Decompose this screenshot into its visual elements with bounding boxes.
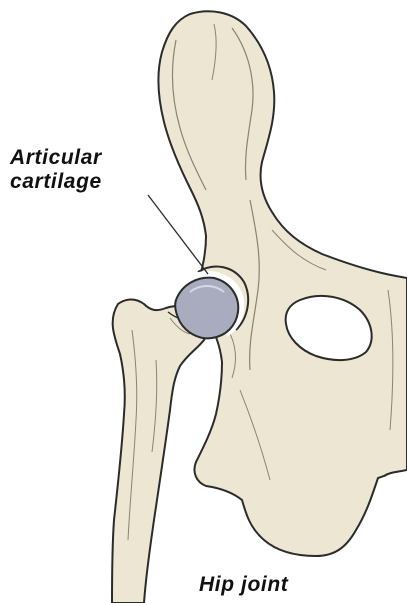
articular-cartilage-label-line1: Articular <box>10 147 102 168</box>
articular-cartilage-label-line2: cartilage <box>10 171 102 192</box>
articular-cartilage <box>175 274 241 338</box>
hip-joint-caption: Hip joint <box>199 574 288 595</box>
articular-cartilage-label: Articular cartilage <box>10 147 102 192</box>
femur-outline <box>112 300 207 603</box>
femur-bone <box>112 300 207 603</box>
